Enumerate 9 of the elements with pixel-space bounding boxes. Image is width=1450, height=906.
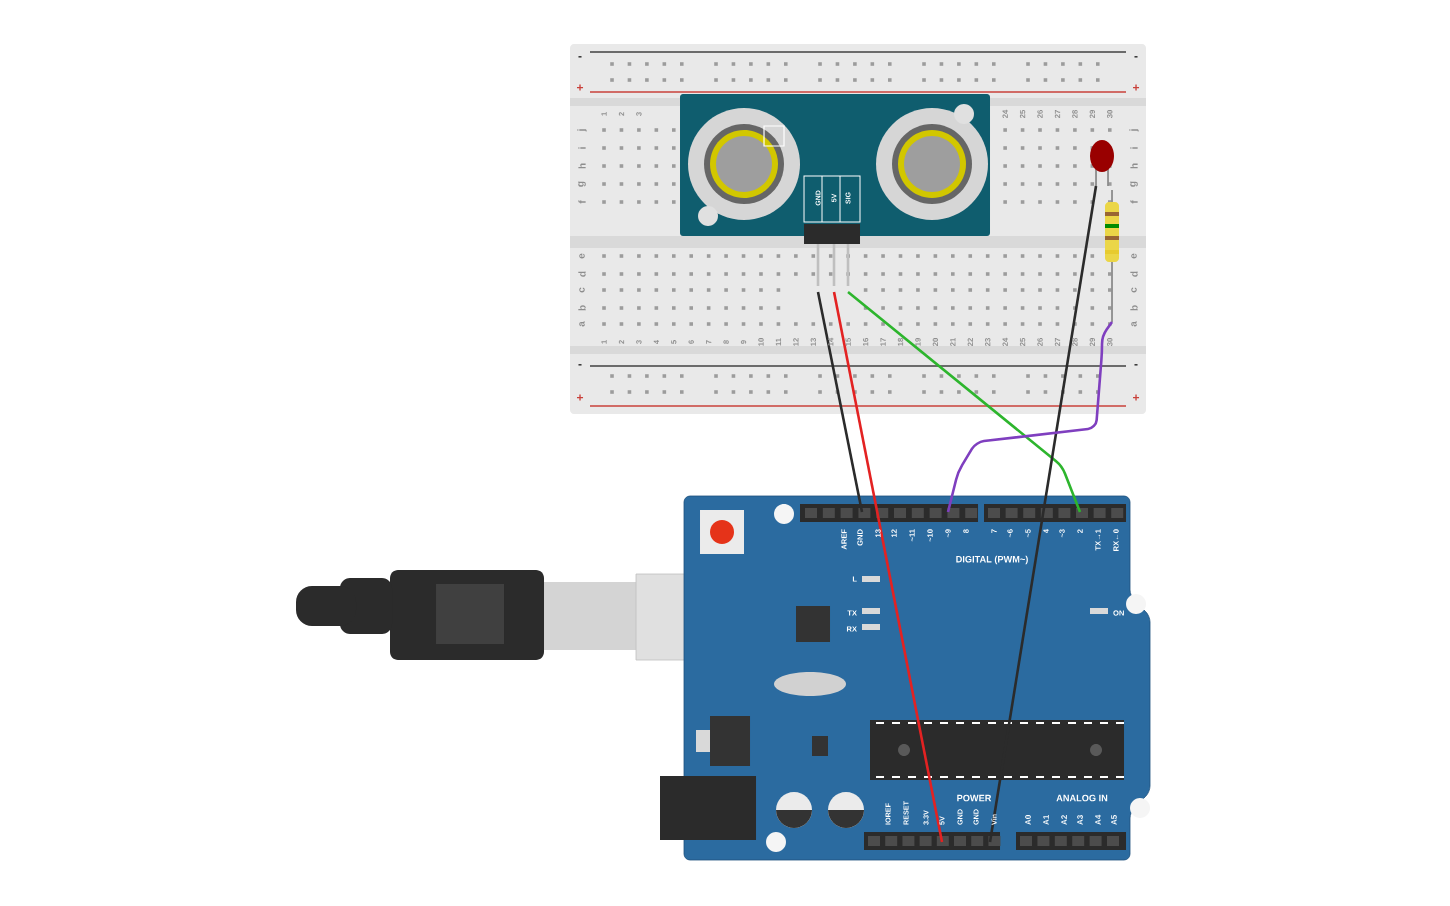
wire (847, 291, 1082, 513)
wire (988, 185, 1098, 843)
led-drawing (1090, 140, 1114, 187)
wire (816, 291, 864, 513)
wire (946, 321, 1114, 513)
ultrasonic-sensor-drawing (680, 94, 990, 286)
resistor-drawing (1105, 189, 1119, 323)
microcontroller-board-drawing (635, 495, 1151, 861)
wire (832, 291, 944, 843)
